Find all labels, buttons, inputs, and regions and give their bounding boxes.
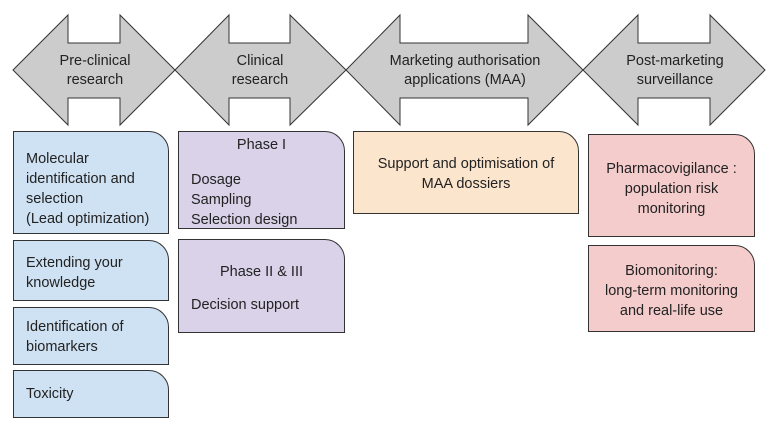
clinical-box-phase-1: Phase I Dosage Sampling Selection design xyxy=(178,131,345,229)
stage-label-clinical: Clinical research xyxy=(231,53,289,88)
clinical-box-phase-2-3: Phase II & III Decision support xyxy=(178,239,345,333)
stage-label-maa: Marketing authorisation applications (MA… xyxy=(389,53,541,88)
preclinical-box-lead-optimization: Molecular identification and selection (… xyxy=(13,131,169,234)
arrow-postmarketing xyxy=(582,13,766,127)
phase-1-title: Phase I xyxy=(236,137,287,153)
phase-2-3-title: Phase II & III xyxy=(219,264,303,280)
stage-label-preclinical: Pre-clinical research xyxy=(59,53,131,88)
preclinical-box-toxicity: Toxicity xyxy=(13,370,169,418)
preclinical-box-knowledge: Extending your knowledge xyxy=(13,240,169,301)
maa-box-dossiers: Support and optimisation of MAA dossiers xyxy=(353,131,579,214)
postmarketing-box-pharmacovigilance: Pharmacovigilance : population risk moni… xyxy=(588,134,755,237)
stage-label-postmarketing: Post-marketing surveillance xyxy=(626,53,724,88)
postmarketing-box-biomonitoring: Biomonitoring: long-term monitoring and … xyxy=(588,245,755,332)
stage-arrows xyxy=(12,13,766,127)
preclinical-box-biomarkers: Identification of biomarkers xyxy=(13,307,169,365)
